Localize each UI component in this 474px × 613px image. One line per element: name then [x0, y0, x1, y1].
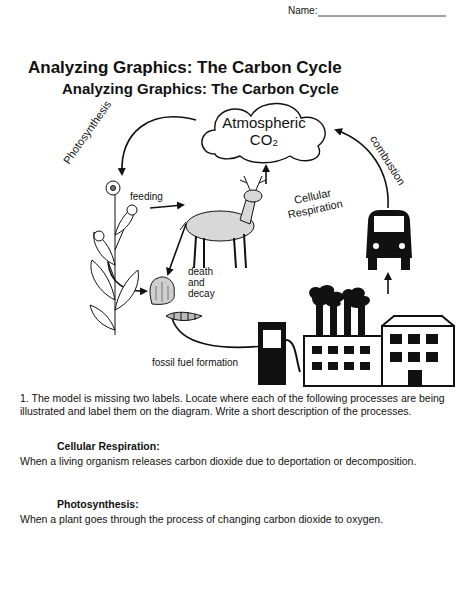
- respiration-arrow: [265, 166, 267, 184]
- plant-flower: [127, 205, 137, 215]
- worm: [174, 312, 195, 321]
- car-light: [373, 243, 379, 249]
- process-label: death and decay: [188, 266, 222, 299]
- factory-chimney: [316, 300, 323, 336]
- answer-heading: Photosynthesis:: [57, 498, 139, 511]
- factory-windows: [426, 334, 438, 344]
- factory-chimney: [344, 300, 351, 336]
- deer-neck: [240, 200, 255, 224]
- deer-head: [244, 190, 262, 202]
- fossil-fuel-arrow: [172, 318, 264, 347]
- factory-windows: [312, 346, 322, 354]
- feeding-arrow: [150, 205, 183, 208]
- name-field: Name:: [288, 5, 317, 17]
- question-text: 1. The model is missing two labels. Loca…: [20, 392, 460, 418]
- factory-windows: [408, 352, 420, 362]
- decaying-matter: [150, 277, 174, 304]
- factory-windows: [344, 346, 354, 354]
- car-window: [374, 216, 404, 232]
- cloud-label: Atmospheric CO₂: [219, 114, 309, 148]
- plant-flower: [106, 181, 120, 195]
- car-wheel: [368, 256, 377, 270]
- answer-text: When a living organism releases carbon d…: [20, 455, 460, 468]
- factory-windows: [328, 362, 338, 370]
- deer-drawing: [180, 176, 266, 268]
- answer-text: When a plant goes through the process of…: [20, 513, 460, 526]
- worksheet-title: Analyzing Graphics: The Carbon Cycle: [28, 58, 342, 78]
- photosynthesis-arrow: [122, 117, 196, 174]
- factory-windows: [390, 334, 402, 344]
- deer-tail: [180, 222, 186, 230]
- plant-flower: [111, 186, 116, 191]
- factory-windows: [328, 346, 338, 354]
- car-body: [366, 210, 412, 258]
- cloud-text-holder: Atmospheric CO₂: [195, 98, 333, 164]
- factory-windows: [408, 334, 420, 344]
- process-label: feeding: [130, 191, 163, 203]
- plant-leaf: [94, 232, 115, 265]
- factory-windows: [312, 334, 438, 386]
- plant-flower: [94, 231, 104, 241]
- factory-chimney: [358, 304, 365, 336]
- cloud-node: Atmospheric CO₂: [195, 98, 333, 164]
- process-label: Cellular Respiration: [276, 183, 352, 224]
- fuel-car-arrow: [387, 274, 389, 294]
- factory-chimney: [330, 304, 337, 336]
- plant-leaf: [90, 305, 115, 330]
- factory-windows: [390, 352, 402, 362]
- factory-smoke: [309, 285, 344, 307]
- worm: [166, 312, 202, 320]
- gas-pump: [258, 322, 286, 385]
- car-drawing: [366, 210, 412, 270]
- name-underline: [318, 16, 446, 17]
- plant-drawing: [90, 181, 138, 335]
- factory-windows: [360, 362, 370, 370]
- death-arrow: [168, 224, 186, 274]
- gas-pump-hose: [286, 340, 300, 372]
- factory-windows: [360, 346, 370, 354]
- car-wheel: [401, 256, 410, 270]
- factory-windows: [312, 362, 322, 370]
- deer-legs: [194, 234, 246, 268]
- deer-antlers: [240, 176, 266, 190]
- process-label: Photosynthesis: [55, 90, 120, 175]
- decaying-matter: [156, 282, 168, 302]
- factory-building: [382, 326, 454, 386]
- cloud-outline: [202, 103, 325, 162]
- process-label: fossil fuel formation: [152, 357, 238, 369]
- factory-windows: [344, 362, 354, 370]
- gas-pump-screen: [263, 330, 281, 348]
- factory-roof: [382, 316, 454, 326]
- factory-windows: [408, 370, 422, 386]
- plant-leaf: [115, 270, 138, 310]
- plant-leaf: [91, 260, 115, 300]
- factory-building: [304, 336, 382, 386]
- factory-windows: [426, 352, 438, 362]
- answer-heading: Cellular Respiration:: [57, 440, 160, 453]
- factory-drawing: [258, 285, 454, 386]
- worksheet-subtitle: Analyzing Graphics: The Carbon Cycle: [62, 80, 339, 98]
- car-light: [399, 243, 405, 249]
